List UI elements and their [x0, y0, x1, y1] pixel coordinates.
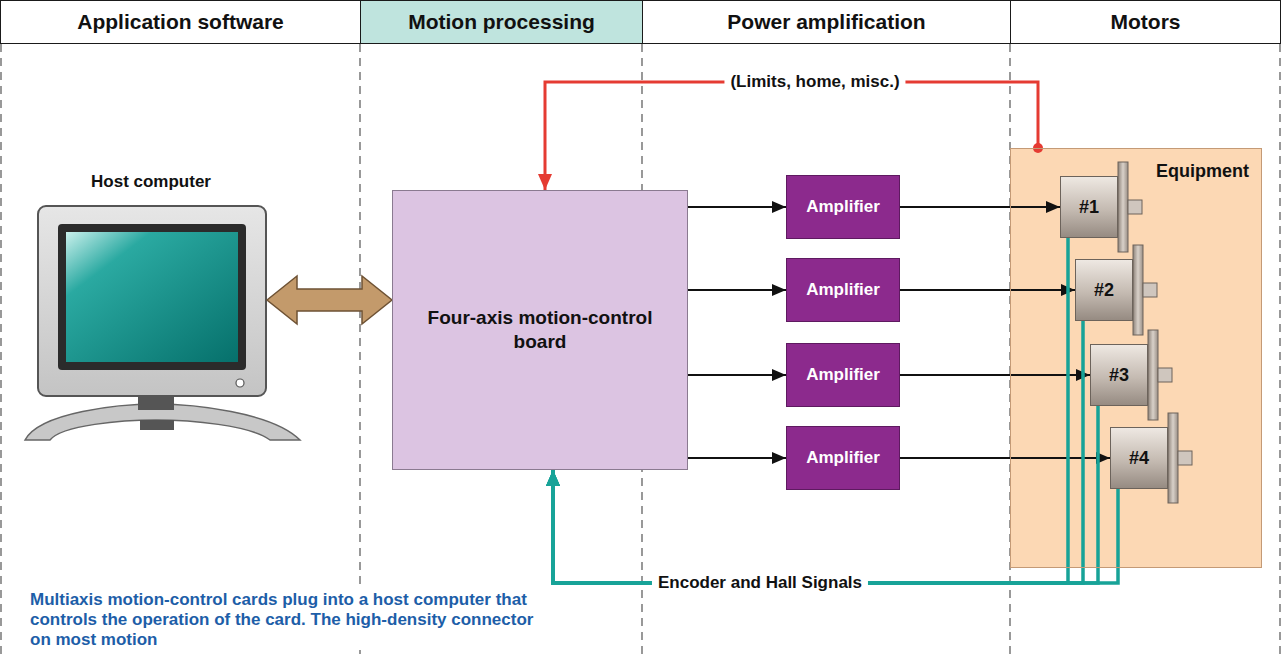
- column-divider: [1279, 44, 1280, 658]
- motor-flange: [1168, 413, 1178, 503]
- amplifier-box: Amplifier: [786, 258, 900, 322]
- motor-shaft: [1128, 200, 1142, 214]
- monitor-bezel: [38, 206, 266, 396]
- equipment-ground: [1010, 148, 1262, 568]
- drive-arrow: [900, 374, 1090, 376]
- drive-arrow: [900, 289, 1075, 291]
- bus-double-arrow: [267, 276, 392, 324]
- monitor-screen: [66, 232, 238, 362]
- motor-body: #4: [1110, 427, 1168, 489]
- motor-body: #3: [1090, 344, 1148, 406]
- column-divider: [359, 44, 360, 658]
- amplifier-box: Amplifier: [786, 175, 900, 239]
- signal-label: Encoder and Hall Signals: [652, 572, 868, 594]
- column-divider: [0, 44, 1, 658]
- monitor-neck: [138, 396, 174, 410]
- column-header-label: Motion processing: [408, 10, 595, 34]
- column-header-label: Motors: [1111, 10, 1181, 34]
- drive-arrow: [688, 289, 786, 291]
- motor-flange: [1118, 162, 1128, 252]
- drive-arrow: [688, 206, 786, 208]
- motion-control-board: Four-axis motion-control board: [392, 190, 688, 470]
- monitor-illustration: [25, 206, 300, 440]
- equipment-region-label: Equipment: [1156, 161, 1249, 182]
- limit-signal-line: [545, 82, 1038, 190]
- motor-shaft: [1178, 451, 1192, 465]
- motor-shaft: [1158, 368, 1172, 382]
- column-header-label: Application software: [77, 10, 284, 34]
- connectors: [267, 82, 1118, 583]
- drive-arrow: [900, 206, 1060, 208]
- motor-body: #1: [1060, 176, 1118, 238]
- motor-body-label: #4: [1129, 448, 1149, 469]
- motor-flange: [1148, 330, 1158, 420]
- figure-caption: Multiaxis motion-control cards plug into…: [30, 590, 545, 650]
- monitor-foot: [140, 420, 174, 430]
- motor-flange: [1133, 245, 1143, 335]
- amplifier-box: Amplifier: [786, 343, 900, 407]
- motor-body-label: #3: [1109, 365, 1129, 386]
- monitor-frame: [58, 224, 246, 370]
- column-header: Motion processing: [360, 0, 643, 44]
- drive-arrow: [900, 457, 1110, 459]
- amplifier-box-label: Amplifier: [806, 365, 880, 385]
- amplifier-box-label: Amplifier: [806, 448, 880, 468]
- column-header: Motors: [1010, 0, 1281, 44]
- motor-body: #2: [1075, 259, 1133, 321]
- column-header: Power amplification: [642, 0, 1011, 44]
- amplifier-box-label: Amplifier: [806, 280, 880, 300]
- column-header-label: Power amplification: [727, 10, 925, 34]
- host-computer: Host computer: [35, 172, 267, 398]
- signal-label: (Limits, home, misc.): [724, 71, 905, 93]
- amplifier-box: Amplifier: [786, 426, 900, 490]
- motor-body-label: #2: [1094, 280, 1114, 301]
- host-computer-label: Host computer: [91, 172, 211, 192]
- drive-arrow: [688, 457, 786, 459]
- amplifier-box-label: Amplifier: [806, 197, 880, 217]
- column-dividers: [1, 44, 1280, 658]
- drive-arrow: [688, 374, 786, 376]
- power-button: [236, 379, 244, 387]
- equipment-region: Equipment #1 #2 #3 #4: [1010, 148, 1262, 568]
- motor-shaft: [1143, 283, 1157, 297]
- column-header: Application software: [0, 0, 361, 44]
- motion-control-board-label: Four-axis motion-control board: [407, 306, 673, 354]
- motor-body-label: #1: [1079, 197, 1099, 218]
